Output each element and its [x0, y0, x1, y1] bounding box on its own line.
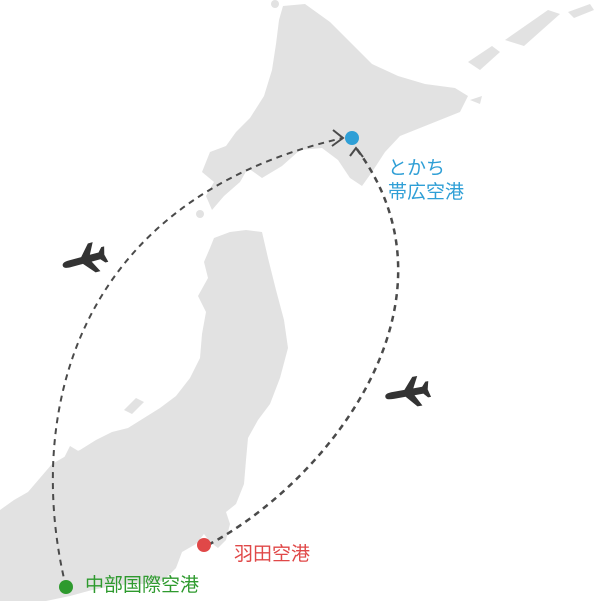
- land-okushiri: [196, 210, 204, 218]
- chubu-airport-marker[interactable]: [59, 580, 73, 594]
- arrowhead-right-route: [349, 146, 364, 158]
- tokachi-label-line1: とかち: [388, 157, 446, 179]
- tokachi-label-line2: 帯広空港: [388, 181, 465, 203]
- tokachi-airport-marker[interactable]: [345, 131, 359, 145]
- land-etorofu: [505, 10, 560, 46]
- airplane-icon: [62, 242, 109, 273]
- land-noto: [58, 446, 80, 474]
- route-haneda-tokachi: [207, 147, 400, 547]
- arrowhead-left-route: [331, 129, 345, 147]
- land-hokkaido: [202, 4, 468, 210]
- route-chubu-tokachi: [51, 137, 344, 588]
- land-kuril-north: [568, 4, 594, 18]
- chubu-airport-label: 中部国際空港: [85, 574, 200, 596]
- airplane-icon: [385, 375, 432, 407]
- tokachi-airport-label: とかち 帯広空港: [388, 156, 464, 204]
- land-rishiri: [271, 0, 279, 8]
- land-sado: [124, 398, 144, 414]
- haneda-airport-label: 羽田空港: [234, 543, 311, 565]
- land-honshu: [0, 230, 288, 601]
- land-shikotan: [470, 96, 482, 104]
- land-kunashiri: [468, 46, 500, 70]
- haneda-airport-marker[interactable]: [197, 538, 211, 552]
